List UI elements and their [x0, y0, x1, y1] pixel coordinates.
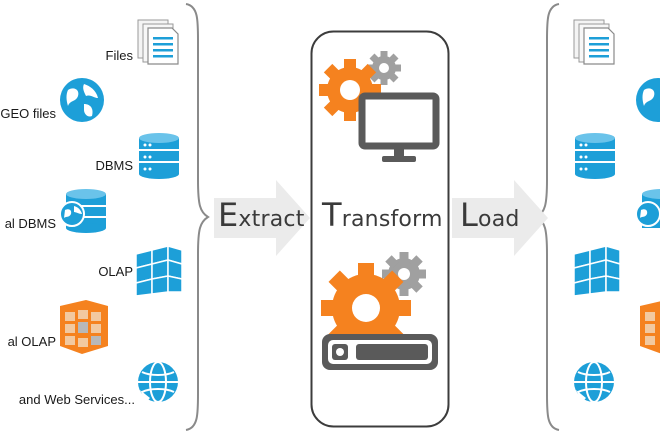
- olap-cube-orange-icon-dest: [640, 301, 660, 354]
- source-label-web-services: and Web Services...: [18, 392, 135, 407]
- database-icon: [139, 133, 179, 179]
- extract-label: Extract: [218, 196, 305, 234]
- transform-label: Transform: [322, 196, 443, 234]
- globe-icon-dest: [636, 78, 660, 122]
- olap-cube-orange-icon: [60, 300, 108, 354]
- web-globe-icon-dest: [574, 361, 614, 403]
- source-label-olap: OLAP: [98, 264, 133, 279]
- gears-monitor-icon: [319, 51, 440, 162]
- transform-initial: T: [322, 196, 342, 234]
- source-label-al-olap: al OLAP: [7, 334, 56, 349]
- extract-initial: E: [218, 196, 239, 234]
- load-arrow: [452, 180, 548, 256]
- source-label-geo-files: GEO files: [0, 106, 56, 121]
- load-initial: L: [460, 196, 479, 234]
- globe-icon: [60, 78, 104, 122]
- database-icon-dest: [575, 133, 615, 179]
- database-globe-icon: [59, 189, 106, 233]
- document-icon-dest: [573, 19, 615, 65]
- olap-cube-icon: [135, 246, 183, 296]
- web-globe-icon: [138, 361, 178, 403]
- source-label-dbms: DBMS: [95, 158, 133, 173]
- source-label-al-dbms: al DBMS: [4, 216, 56, 231]
- extract-arrow: [214, 180, 310, 256]
- transform-rest: ransform: [341, 207, 443, 232]
- extract-rest: xtract: [238, 207, 305, 232]
- gears-server-icon: [321, 252, 438, 370]
- load-rest: oad: [478, 207, 520, 232]
- olap-cube-icon-dest: [573, 246, 621, 296]
- left-brace: [185, 3, 210, 431]
- database-globe-icon-dest: [635, 189, 660, 228]
- document-icon: [137, 19, 179, 65]
- load-label: Load: [460, 196, 520, 234]
- source-label-files: Files: [105, 48, 133, 63]
